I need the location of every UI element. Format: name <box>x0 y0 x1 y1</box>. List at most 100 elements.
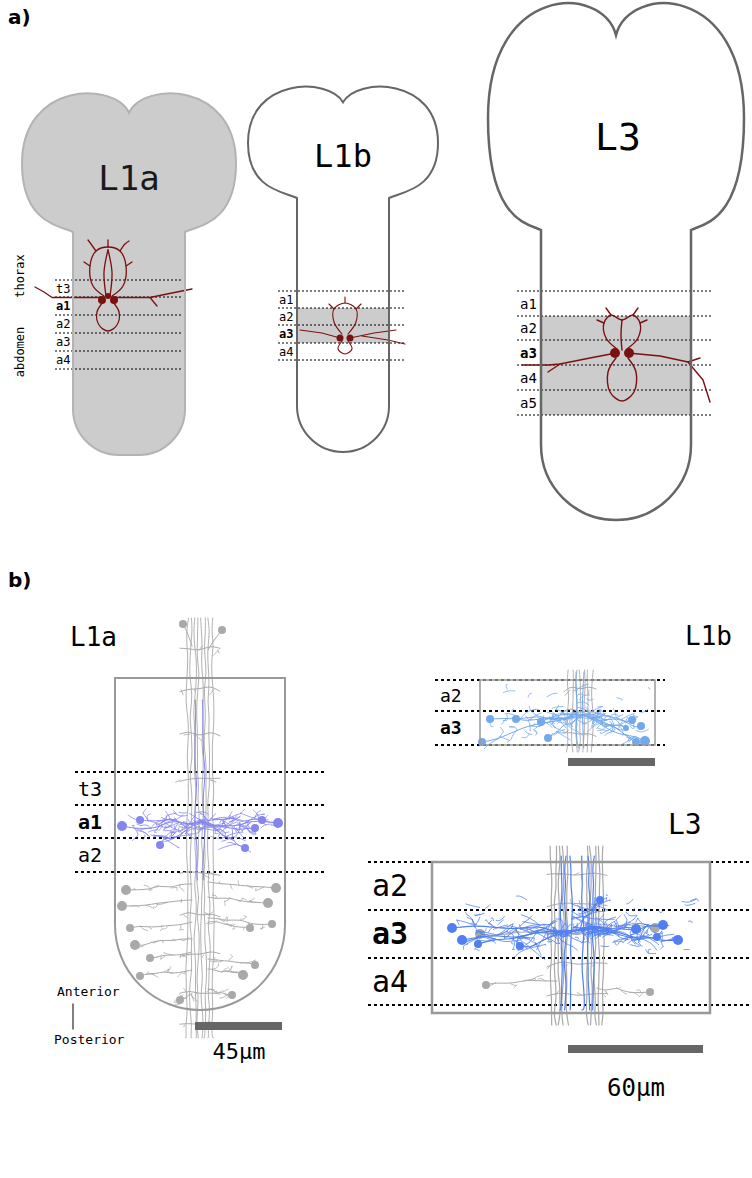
neuron-branch <box>229 957 233 961</box>
dendrite <box>463 944 467 949</box>
neuron-branch <box>356 304 361 309</box>
neuron-branch <box>521 915 539 925</box>
neuron-branch <box>156 903 157 905</box>
neuron-branch <box>163 925 169 929</box>
neuron-twig <box>176 780 181 782</box>
neuron-branch <box>598 920 600 925</box>
neuron-branch <box>484 739 497 748</box>
neuron-branch <box>511 984 517 986</box>
neuron-branch <box>189 813 206 822</box>
neuron-branch <box>614 941 616 945</box>
neuron-branch <box>521 937 536 944</box>
neuron-branch <box>193 827 196 830</box>
neuron-soma <box>179 620 187 628</box>
neuron-branch <box>592 721 593 723</box>
neuron-soma <box>110 296 118 304</box>
neuron-soma <box>637 722 645 730</box>
neuron-branch <box>238 898 243 901</box>
neuron-branch <box>159 826 163 831</box>
neuron-soma <box>146 954 154 962</box>
neuron-twig <box>556 874 561 875</box>
neuron-twig <box>202 955 204 958</box>
neuron-branch <box>149 890 152 891</box>
region-label: abdomen <box>13 327 27 378</box>
dendrite <box>143 835 145 840</box>
neuron-branch <box>573 946 578 950</box>
segment-line <box>55 280 183 281</box>
neuron-branch <box>537 920 555 931</box>
neuron-branch <box>213 957 215 959</box>
neuron-branch <box>208 969 243 975</box>
neuron-branch <box>513 949 515 950</box>
neuron-soma <box>646 988 654 996</box>
neuron-branch <box>208 823 215 829</box>
neuron-branch <box>495 939 512 942</box>
scale-bar <box>568 758 655 766</box>
segment-line <box>55 369 183 370</box>
figure-label: a2 <box>520 320 537 337</box>
neuron-branch <box>576 712 580 713</box>
neuron-branch <box>555 718 556 719</box>
dendrite <box>164 829 175 830</box>
neuron-soma <box>624 348 634 358</box>
segment-band <box>541 316 691 415</box>
neuron-twig <box>184 734 190 736</box>
dendrite <box>648 688 650 690</box>
neuron-branch <box>225 827 226 829</box>
neuron-branch <box>222 968 227 972</box>
neuron-branch <box>530 948 540 957</box>
neuron-branch <box>579 929 657 938</box>
neuron-branch <box>338 341 352 354</box>
neuron-branch <box>224 901 226 906</box>
neuron-branch <box>630 992 640 996</box>
neuron-branch <box>155 836 171 839</box>
neuron-soma <box>246 924 254 932</box>
neuron-tract <box>208 618 211 1038</box>
cns-outline: L3 <box>485 3 747 523</box>
dendrite <box>466 904 480 908</box>
figure-label: a3 <box>520 344 537 361</box>
neuron-branch <box>593 721 595 724</box>
neuron-branch <box>485 920 486 921</box>
neuron-branch <box>593 720 606 721</box>
neuron-branch <box>88 240 96 251</box>
neuron-soma <box>136 972 144 980</box>
neuron-branch <box>219 881 222 884</box>
neuron-branch <box>536 931 539 932</box>
dendrite <box>179 812 187 814</box>
commissure <box>180 952 220 956</box>
neuron-soma <box>482 981 490 989</box>
neuron-branch <box>158 902 168 904</box>
neuron-branch <box>527 929 546 939</box>
neuron-soma <box>596 896 604 904</box>
neuron-tract <box>195 700 198 880</box>
neuron-branch <box>228 842 236 844</box>
neuron-branch <box>577 905 581 908</box>
outline-svg <box>115 678 285 1010</box>
neuron-branch <box>344 297 345 303</box>
outline-svg <box>19 92 239 458</box>
neuron-branch <box>231 966 233 968</box>
neuron-branch <box>630 922 632 924</box>
neuron-branch <box>513 940 515 950</box>
neuron-branch <box>547 933 549 938</box>
neuron-branch <box>219 844 236 849</box>
neuron-branch <box>610 718 613 726</box>
neuron-tract <box>560 856 562 1010</box>
neuron-branch <box>534 978 536 981</box>
neuron-branch <box>183 954 184 957</box>
neuron-branch <box>120 241 129 251</box>
neuron-branch <box>553 928 554 931</box>
neuron-branch <box>606 308 611 315</box>
neuron-branch <box>618 935 619 937</box>
neuron-branch <box>244 927 245 930</box>
neuron-branch <box>180 884 182 889</box>
neuron-soma <box>673 935 683 945</box>
neuron-branch <box>576 717 577 725</box>
commissure <box>180 872 220 875</box>
neuron-branch <box>560 932 562 936</box>
neuron-branch <box>600 732 602 733</box>
neuron-branch <box>587 911 605 916</box>
neuron-branch <box>606 909 608 910</box>
neuron-branch <box>130 922 192 928</box>
